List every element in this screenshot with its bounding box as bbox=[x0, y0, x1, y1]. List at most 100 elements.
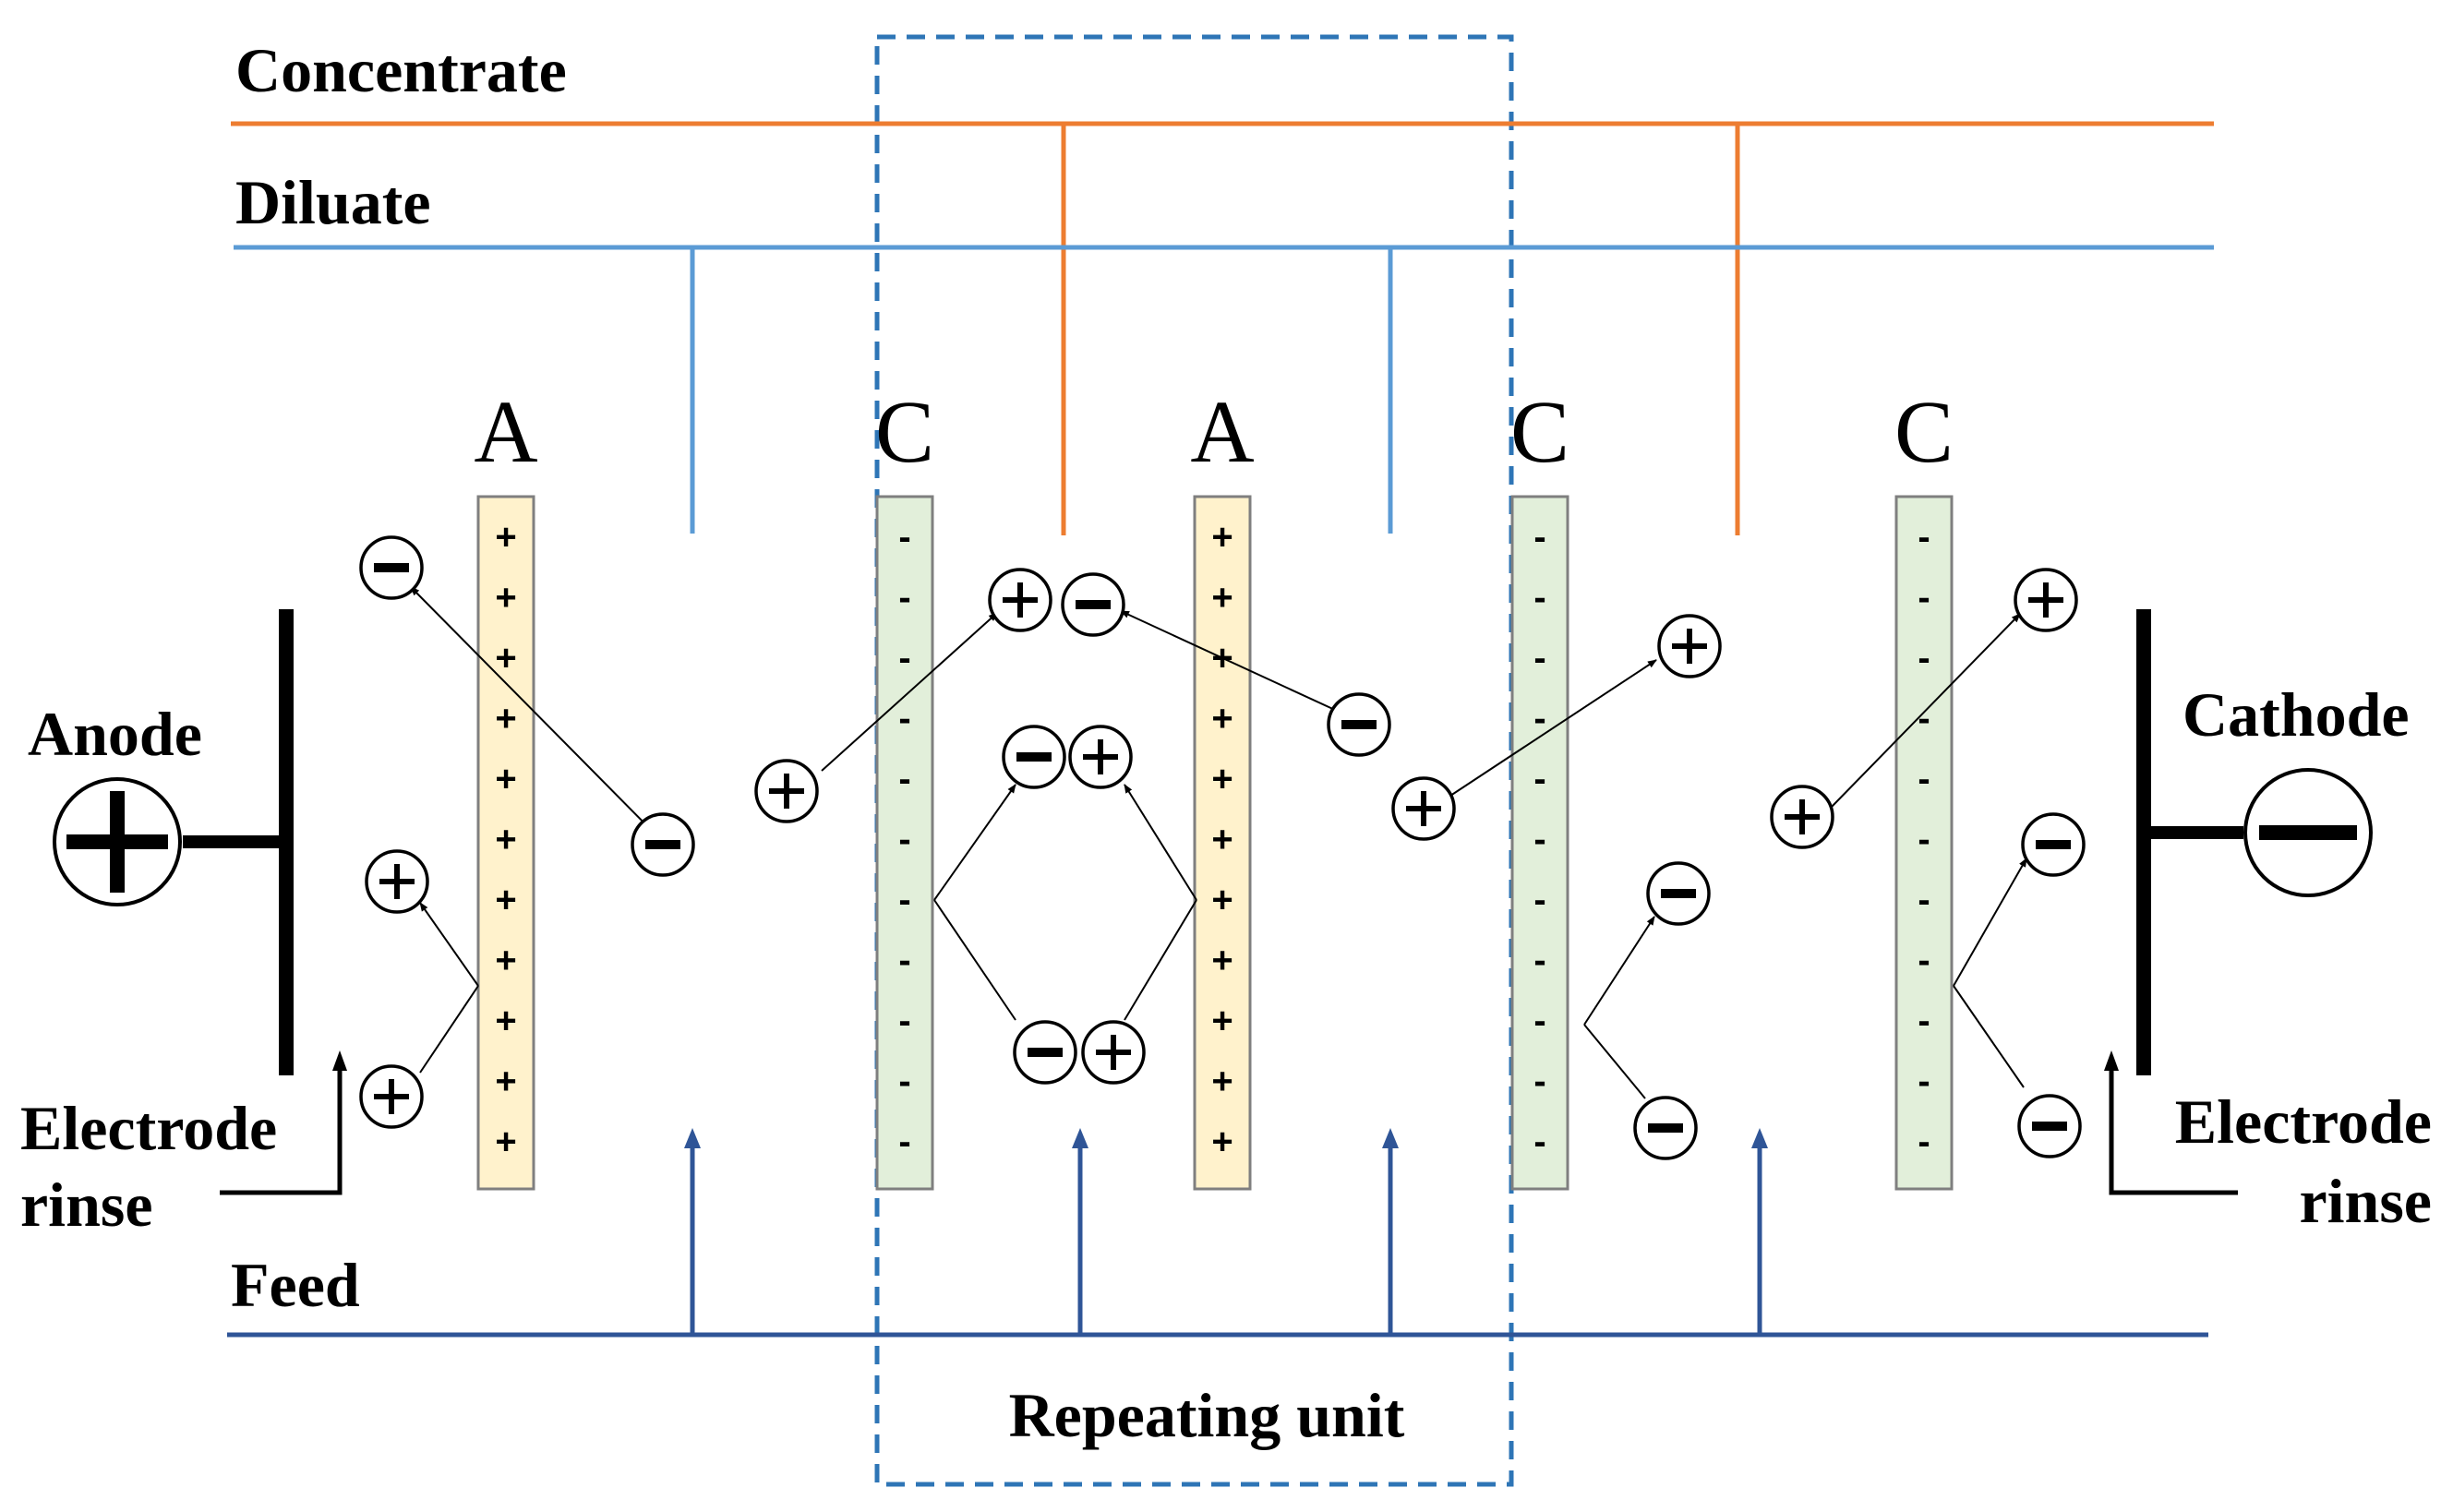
fixed-charge-sign: + bbox=[495, 699, 516, 739]
fixed-charge-sign: - bbox=[1533, 1122, 1545, 1162]
fixed-charge-sign: - bbox=[898, 517, 910, 558]
anion-icon bbox=[1646, 861, 1711, 926]
fixed-charge-sign: - bbox=[1533, 759, 1545, 799]
fixed-charge-sign: + bbox=[1211, 578, 1233, 618]
cation-exchange-membrane: - - - - - - - - - - - bbox=[1510, 495, 1569, 1191]
ion-migration-arrow bbox=[419, 902, 479, 987]
membrane-label: C bbox=[1510, 382, 1569, 481]
anion-icon bbox=[2021, 812, 2086, 877]
fixed-charge-sign: - bbox=[1533, 1062, 1545, 1102]
fixed-charge-sign: + bbox=[495, 941, 516, 981]
anion-icon bbox=[359, 535, 424, 600]
feed-label: Feed bbox=[231, 1250, 360, 1320]
electrode-rinse-right-label: rinse bbox=[2299, 1166, 2432, 1236]
fixed-charge-sign: + bbox=[495, 1001, 516, 1041]
membrane-label: C bbox=[1894, 382, 1954, 481]
ion-migration-arrow bbox=[933, 899, 1016, 1021]
concentrate-label: Concentrate bbox=[235, 35, 567, 105]
ion-migration-arrow bbox=[1124, 784, 1197, 901]
ion-migration-arrow bbox=[410, 586, 664, 843]
anion-exchange-membrane: +++++++++++ bbox=[476, 495, 535, 1191]
ion-migration-arrow bbox=[821, 612, 998, 772]
cation-icon bbox=[1770, 785, 1834, 849]
fixed-charge-sign: + bbox=[1211, 820, 1233, 860]
diluate-label: Diluate bbox=[235, 167, 431, 237]
cation-icon bbox=[2014, 568, 2078, 632]
electrode-rinse-left-label: Electrode bbox=[20, 1093, 277, 1163]
ion-migration-arrow bbox=[1583, 1024, 1646, 1099]
fixed-charge-sign: + bbox=[495, 1062, 516, 1102]
electrode-rinse-left-arrow bbox=[220, 1050, 347, 1195]
fixed-charge-sign: - bbox=[1918, 699, 1930, 739]
feed-lines bbox=[227, 1128, 2208, 1338]
anion-icon bbox=[1327, 692, 1391, 757]
anode-electrode bbox=[53, 609, 294, 1075]
fixed-charge-sign: - bbox=[1918, 638, 1930, 678]
fixed-charge-sign: + bbox=[495, 578, 516, 618]
fixed-charge-sign: + bbox=[1211, 941, 1233, 981]
fixed-charge-sign: + bbox=[495, 638, 516, 678]
anion-icon bbox=[1013, 1020, 1077, 1085]
membranes: +++++++++++-----------+++++++++++-------… bbox=[476, 495, 1954, 1191]
cation-icon bbox=[1068, 725, 1133, 789]
fixed-charge-sign: - bbox=[1533, 880, 1545, 920]
fixed-charge-sign: - bbox=[1533, 517, 1545, 558]
fixed-charge-sign: - bbox=[1533, 699, 1545, 739]
fixed-charge-sign: - bbox=[898, 1001, 910, 1041]
ion-migration-arrow bbox=[1120, 610, 1338, 712]
fixed-charge-sign: - bbox=[1918, 941, 1930, 981]
ion-migration-arrow bbox=[1953, 985, 2025, 1088]
cathode-label: Cathode bbox=[2182, 679, 2410, 750]
cation-icon bbox=[365, 849, 429, 914]
fixed-charge-sign: - bbox=[1533, 638, 1545, 678]
fixed-charge-sign: + bbox=[1211, 759, 1233, 799]
fixed-charge-sign: - bbox=[1533, 820, 1545, 860]
ion-migration-arrow bbox=[1447, 659, 1657, 798]
fixed-charge-sign: + bbox=[1211, 1062, 1233, 1102]
cation-icon bbox=[1391, 776, 1456, 841]
anion-icon bbox=[1633, 1096, 1698, 1160]
fixed-charge-sign: - bbox=[1918, 880, 1930, 920]
anion-icon bbox=[1061, 572, 1125, 637]
fixed-charge-sign: + bbox=[495, 517, 516, 558]
membrane-label: A bbox=[474, 382, 537, 481]
fixed-charge-sign: - bbox=[1533, 578, 1545, 618]
fixed-charge-sign: + bbox=[1211, 880, 1233, 920]
anode-label: Anode bbox=[28, 699, 202, 769]
ions bbox=[359, 535, 2086, 1160]
fixed-charge-sign: + bbox=[1211, 517, 1233, 558]
electrode-rinse-right-label: Electrode bbox=[2175, 1086, 2432, 1157]
fixed-charge-sign: - bbox=[1918, 1122, 1930, 1162]
ion-migration-arrow bbox=[1953, 858, 2027, 987]
fixed-charge-sign: - bbox=[1918, 578, 1930, 618]
fixed-charge-sign: - bbox=[1918, 1062, 1930, 1102]
fixed-charge-sign: - bbox=[1533, 941, 1545, 981]
fixed-charge-sign: + bbox=[1211, 699, 1233, 739]
cation-icon bbox=[1657, 614, 1722, 678]
fixed-charge-sign: - bbox=[898, 1122, 910, 1162]
fixed-charge-sign: - bbox=[1533, 1001, 1545, 1041]
ion-migration-arrow bbox=[1831, 613, 2021, 808]
fixed-charge-sign: + bbox=[495, 1122, 516, 1162]
cation-icon bbox=[988, 568, 1052, 632]
fixed-charge-sign: + bbox=[1211, 1122, 1233, 1162]
fixed-charge-sign: - bbox=[1918, 820, 1930, 860]
anion-exchange-membrane: +++++++++++ bbox=[1193, 495, 1252, 1191]
fixed-charge-sign: + bbox=[495, 820, 516, 860]
anion-icon bbox=[1002, 725, 1066, 789]
ion-migration-arrow bbox=[419, 985, 479, 1074]
anion-icon bbox=[2017, 1094, 2082, 1158]
fixed-charge-sign: - bbox=[898, 1062, 910, 1102]
ion-migration-arrow bbox=[1583, 916, 1655, 1026]
fixed-charge-sign: - bbox=[898, 880, 910, 920]
fixed-charge-sign: - bbox=[898, 820, 910, 860]
ion-migration-arrow bbox=[1124, 899, 1197, 1021]
fixed-charge-sign: - bbox=[898, 941, 910, 981]
fixed-charge-sign: - bbox=[1918, 517, 1930, 558]
diluate-lines bbox=[234, 245, 2214, 534]
fixed-charge-sign: - bbox=[898, 759, 910, 799]
anion-icon bbox=[631, 812, 695, 877]
cation-icon bbox=[1081, 1020, 1146, 1085]
cathode-electrode bbox=[2136, 609, 2373, 1075]
fixed-charge-sign: - bbox=[898, 578, 910, 618]
